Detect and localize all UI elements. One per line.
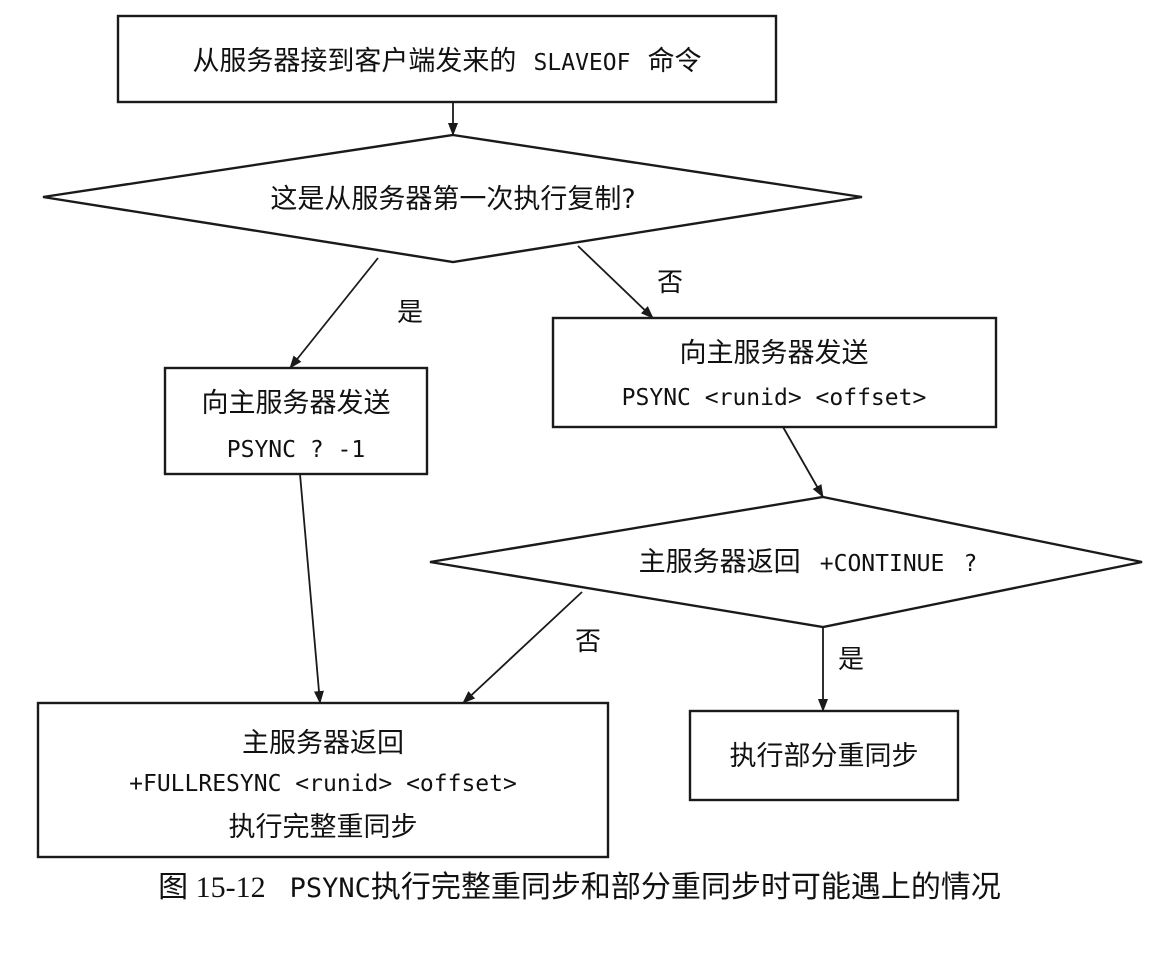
edge-decision-yes xyxy=(289,257,379,369)
send-partial-line2: PSYNC <runid> <offset> xyxy=(622,385,927,411)
start-box xyxy=(116,14,778,104)
edge-partial-to-continue xyxy=(782,426,824,498)
edge-full-to-result xyxy=(299,473,324,704)
yes-label-1: 是 xyxy=(397,298,423,328)
yes-label-2: 是 xyxy=(838,645,864,675)
figure-caption: 图 15-12 PSYNC执行完整重同步和部分重同步时可能遇上的情况 xyxy=(0,862,1159,906)
caption-number: 图 15-12 xyxy=(158,871,266,904)
decision-continue-text: 主服务器返回 +CONTINUE ? xyxy=(639,547,978,578)
decision-continue xyxy=(429,495,1143,629)
edge-continue-no xyxy=(462,591,583,704)
start-text: 从服务器接到客户端发来的 SLAVEOF 命令 xyxy=(192,46,701,77)
send-partial-psync-box xyxy=(551,316,998,429)
send-full-line2: PSYNC ? -1 xyxy=(227,437,365,463)
caption-text: 执行完整重同步和部分重同步时可能遇上的情况 xyxy=(370,870,1001,905)
no-label-1: 否 xyxy=(657,268,683,298)
full-result-line1: 主服务器返回 xyxy=(242,728,404,759)
full-result-line2: +FULLRESYNC <runid> <offset> xyxy=(129,771,517,797)
decision-first-replication xyxy=(42,133,863,264)
edge-decision-no xyxy=(577,245,654,319)
send-full-psync-box xyxy=(163,366,429,476)
send-full-line1: 向主服务器发送 xyxy=(202,388,391,419)
decision-first-text: 这是从服务器第一次执行复制? xyxy=(270,184,635,215)
send-partial-line1: 向主服务器发送 xyxy=(680,338,869,369)
partial-result-text: 执行部分重同步 xyxy=(730,741,919,772)
full-resync-result-box xyxy=(36,701,610,859)
caption-cmd: PSYNC xyxy=(289,873,371,904)
full-result-line3: 执行完整重同步 xyxy=(229,812,418,843)
no-label-2: 否 xyxy=(575,627,601,657)
flowchart: 从服务器接到客户端发来的 SLAVEOF 命令 这是从服务器第一次执行复制? 是… xyxy=(36,14,1143,859)
partial-resync-result-box xyxy=(688,709,960,802)
